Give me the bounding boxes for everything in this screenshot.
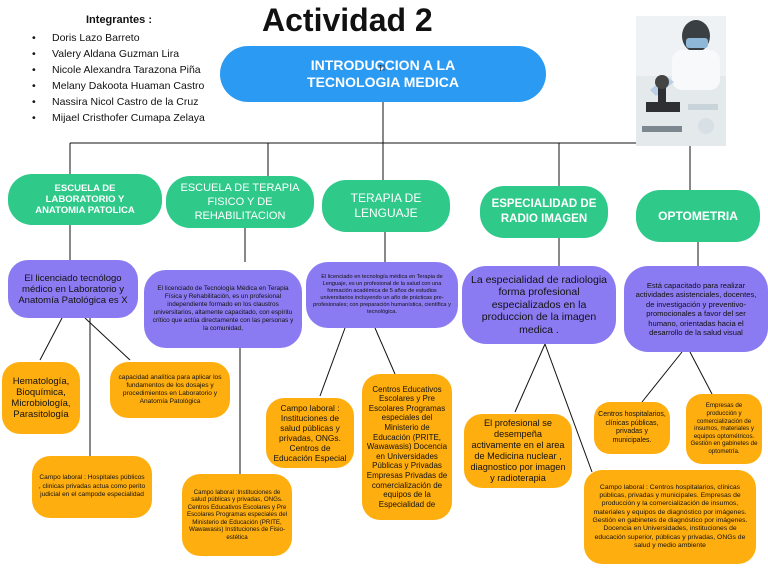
leaf-lab-capacidad: capacidad analítica para aplicar los fun… [110, 362, 230, 418]
lab-microscope-photo [636, 16, 726, 146]
leaf-lenguaje-campo-laboral: Campo laboral : Instituciones de salud p… [266, 398, 354, 468]
leaf-lab-campo-laboral: Campo laboral : Hospitales públicos , cl… [32, 456, 152, 518]
description-optometria: Está capacitado para realizar actividade… [624, 266, 768, 352]
description-terapia-lenguaje: El licenciado en tecnología médica en Te… [306, 262, 458, 328]
members-heading: Integrantes : [86, 14, 153, 26]
bullet-icon: • [32, 64, 36, 76]
branch-terapia-lenguaje: TERAPIA DE LENGUAJE [322, 180, 450, 232]
root-node: INTRODUCCION A LA TECNOLOGIA MEDICA [220, 46, 546, 102]
bullet-icon: • [32, 112, 36, 124]
description-laboratorio: El licenciado tecnólogo médico en Labora… [8, 260, 138, 318]
bullet-icon: • [32, 80, 36, 92]
leaf-opto-empresas: Empresas de producción y comercializació… [686, 394, 762, 464]
description-terapia-fisica: El licenciado de Tecnología Médica en Te… [144, 270, 302, 348]
list-item: •Valery Aldana Guzman Lira [32, 48, 180, 60]
bullet-icon: • [32, 32, 36, 44]
leaf-lab-especialidades: Hematología, Bioquímica, Microbiología, … [2, 362, 80, 434]
list-item: •Melany Dakoota Huaman Castro [32, 80, 205, 92]
leaf-radio-campo-laboral: Campo laboral : Centros hospitalarios, c… [584, 470, 756, 564]
branch-radio-imagen: ESPECIALIDAD DE RADIO IMAGEN [480, 186, 608, 238]
branch-terapia-fisica: ESCUELA DE TERAPIA FISICO Y DE REHABILIT… [166, 176, 314, 228]
bullet-icon: • [32, 48, 36, 60]
bullet-icon: • [32, 96, 36, 108]
list-item: •Nassira Nicol Castro de la Cruz [32, 96, 199, 108]
leaf-lenguaje-centros: Centros Educativos Escolares y Pre Escol… [362, 374, 452, 520]
members-list: •Doris Lazo Barreto •Valery Aldana Guzma… [28, 30, 228, 126]
leaf-radio-desempeno: El profesional se desempeña activamente … [464, 414, 572, 488]
page-title: Actividad 2 [262, 2, 433, 38]
leaf-opto-centros: Centros hospitalarios, clínicas públicas… [594, 402, 670, 454]
branch-optometria: OPTOMETRIA [636, 190, 760, 242]
list-item: •Nicole Alexandra Tarazona Piña [32, 64, 201, 76]
branch-laboratorio: ESCUELA DE LABORATORIO Y ANATOMIA PATOLI… [8, 174, 162, 225]
leaf-fisica-campo-laboral: Campo laboral :Instituciones de salud pú… [182, 474, 292, 556]
list-item: •Doris Lazo Barreto [32, 32, 140, 44]
description-radio-imagen: La especialidad de radiologia forma prof… [462, 266, 616, 344]
root-cursor-mark: TI [378, 64, 386, 73]
list-item: •Mijael Cristhofer Cumapa Zelaya [32, 112, 205, 124]
